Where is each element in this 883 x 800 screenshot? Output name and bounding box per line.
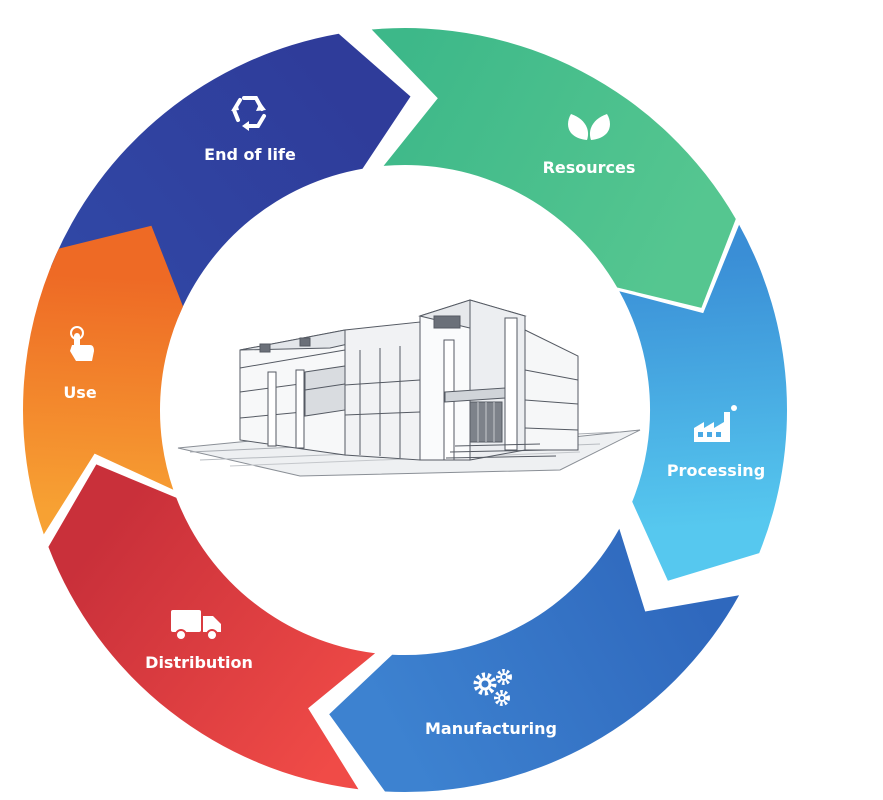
segment-resources: Resources — [371, 28, 736, 308]
segment-end-of-life-shape — [50, 33, 411, 319]
lifecycle-ring: End of life Use Distribution — [22, 28, 788, 793]
leaves-icon — [568, 114, 610, 140]
segment-processing: Processing — [619, 224, 788, 581]
segment-label-resources: Resources — [543, 158, 636, 177]
factory-icon — [694, 405, 737, 442]
segment-use: Use — [22, 225, 184, 535]
segment-use-shape — [22, 225, 184, 535]
segment-label-manufacturing: Manufacturing — [425, 719, 557, 738]
segment-manufacturing: Manufacturing — [329, 528, 740, 793]
segment-label-end-of-life: End of life — [204, 145, 296, 164]
segment-end-of-life: End of life — [50, 33, 411, 319]
recycle-icon — [231, 96, 266, 131]
segment-processing-shape — [619, 224, 788, 581]
segment-label-processing: Processing — [667, 461, 765, 480]
hand-tap-icon — [70, 326, 94, 361]
gears-icon — [473, 669, 512, 706]
segment-distribution: Distribution — [48, 464, 376, 790]
truck-icon — [171, 610, 221, 641]
segment-manufacturing-shape — [329, 528, 740, 793]
building-sketch — [177, 299, 641, 477]
segment-resources-shape — [371, 28, 736, 308]
segment-label-use: Use — [63, 383, 97, 402]
segment-label-distribution: Distribution — [145, 653, 253, 672]
